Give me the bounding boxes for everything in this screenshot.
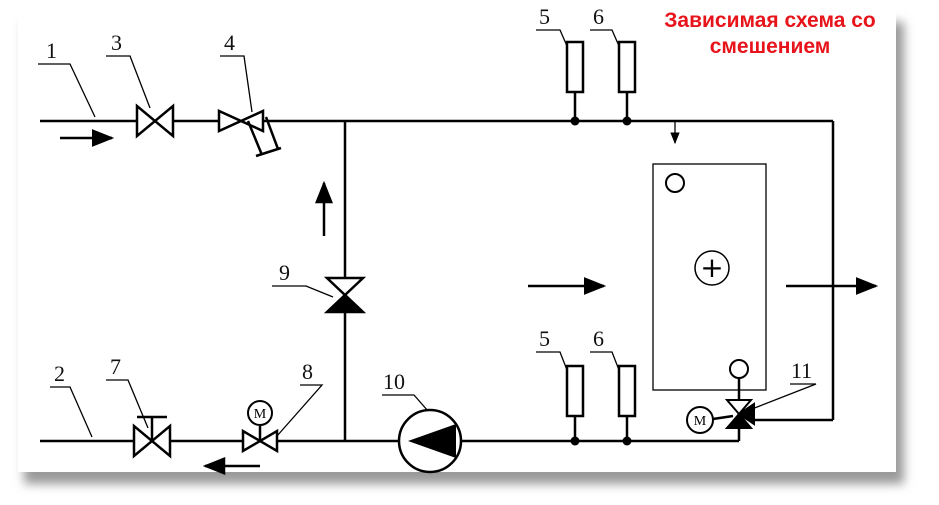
label-11: 11	[791, 358, 812, 383]
motor-11-letter: М	[694, 414, 707, 429]
sensor-5-bottom-icon	[565, 364, 585, 446]
label-3: 3	[111, 30, 122, 55]
label-4: 4	[224, 30, 235, 55]
label-10: 10	[383, 369, 405, 394]
motor-valve-8-icon	[241, 400, 279, 454]
label-5-top: 5	[539, 4, 550, 29]
title-line-1: Зависимая схема со	[664, 9, 876, 32]
sensor-6-bottom-icon	[617, 364, 637, 446]
three-way-valve-11-icon	[686, 359, 755, 434]
motor-8-letter: М	[254, 407, 267, 422]
valve-9-icon	[323, 276, 367, 314]
pump-10-icon	[397, 408, 463, 474]
label-1: 1	[46, 38, 57, 63]
sensor-5-top-icon	[565, 40, 585, 126]
valve-3-icon	[135, 103, 175, 139]
diagram-title: Зависимая схема со смешением	[615, 8, 925, 60]
leader-lines	[38, 29, 817, 438]
heater-unit	[652, 163, 767, 391]
heater-plus-sign: +	[700, 251, 723, 284]
label-6-bottom: 6	[593, 326, 604, 351]
valve-7-icon	[132, 415, 172, 459]
title-line-2: смешением	[709, 35, 831, 58]
label-8: 8	[302, 359, 313, 384]
label-9: 9	[279, 260, 290, 285]
label-2: 2	[54, 361, 65, 386]
label-5-bottom: 5	[539, 326, 550, 351]
label-7: 7	[110, 354, 121, 379]
label-6-top: 6	[593, 4, 604, 29]
valve-4-icon	[217, 109, 282, 158]
sensor-6-top-icon	[617, 40, 637, 126]
